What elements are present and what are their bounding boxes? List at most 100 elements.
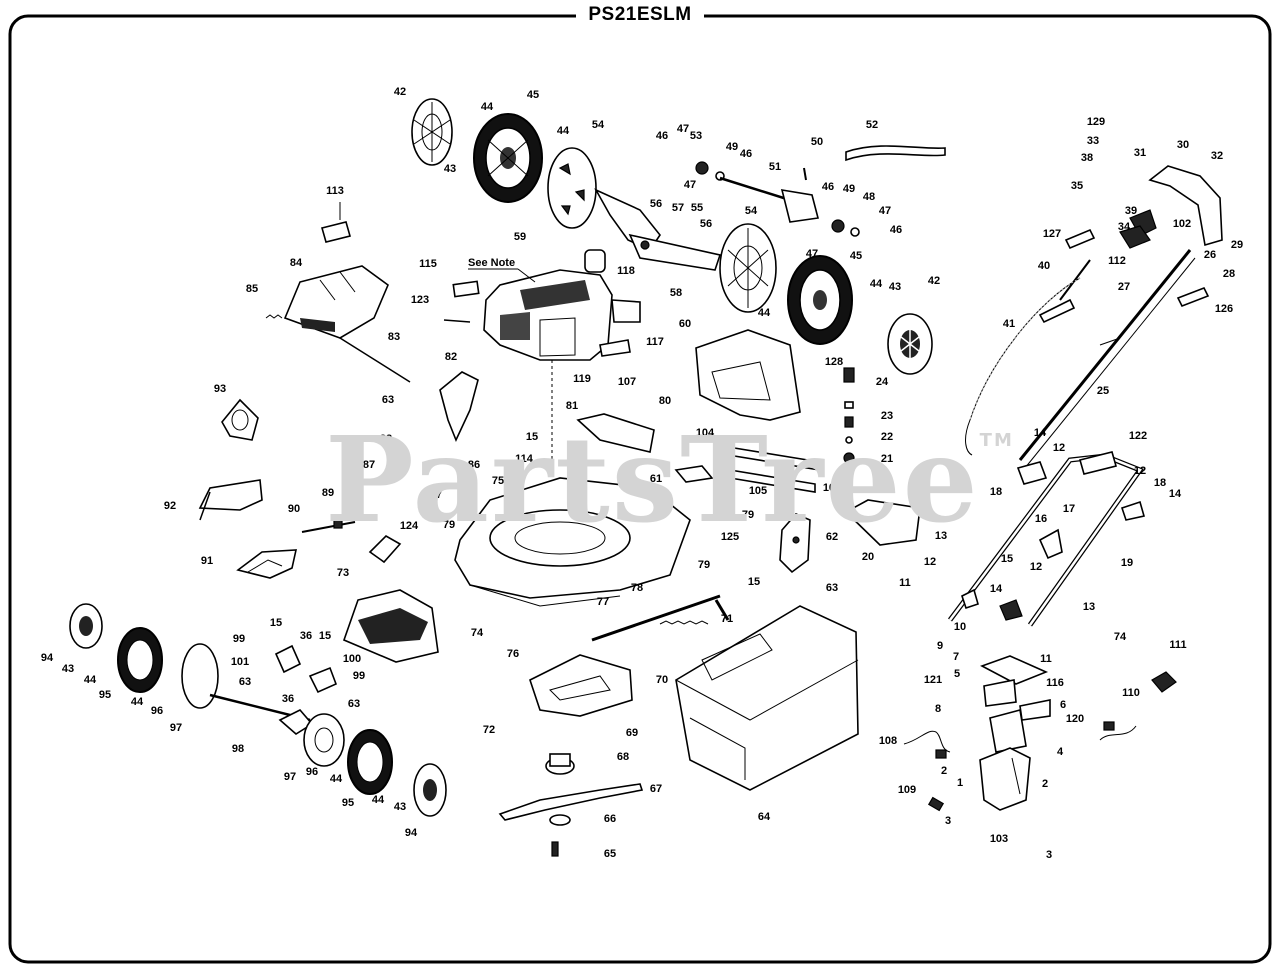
callout-92: 92 [164, 500, 176, 512]
shield-20 [844, 499, 921, 546]
upper-handle-bars [1018, 249, 1196, 469]
height-adjust-bracket [594, 188, 722, 271]
callout-129: 129 [1087, 116, 1105, 128]
battery-box-1-2 [979, 747, 1031, 811]
callout-26: 26 [1204, 249, 1216, 261]
charger-110-111 [1099, 671, 1177, 741]
callout-20: 20 [862, 551, 874, 563]
callout-11: 11 [899, 577, 911, 589]
callout-1: 1 [957, 777, 963, 789]
callout-44: 44 [330, 773, 343, 785]
callout-44: 44 [131, 696, 144, 708]
callout-93: 93 [214, 383, 226, 395]
callout-61: 61 [650, 473, 662, 485]
callout-81: 81 [566, 400, 578, 412]
callout-12: 12 [1053, 442, 1065, 454]
grips-127-126 [1064, 228, 1210, 308]
callout-123: 123 [411, 294, 429, 306]
engine-labels [443, 280, 641, 357]
callout-67: 67 [650, 783, 662, 795]
callout-32: 32 [1211, 150, 1223, 162]
callout-34: 34 [1118, 221, 1131, 233]
see-note-callout: See Note [468, 257, 536, 283]
callout-95: 95 [342, 797, 354, 809]
latch-91 [236, 549, 298, 579]
callout-43: 43 [62, 663, 74, 675]
callout-15: 15 [270, 617, 282, 629]
drive-belt [845, 145, 946, 162]
callout-35: 35 [1071, 180, 1083, 192]
callout-119: 119 [573, 373, 591, 385]
callout-18: 18 [1154, 477, 1166, 489]
callout-79: 79 [443, 519, 455, 531]
front-tire-left [117, 627, 163, 693]
callout-73: 73 [337, 567, 349, 579]
callout-126: 126 [1215, 303, 1233, 315]
diagram-title: PS21ESLM [576, 4, 704, 26]
callout-16: 16 [1035, 513, 1047, 525]
rear-tire-left [473, 113, 543, 203]
callout-95: 95 [99, 689, 111, 701]
callout-71: 71 [721, 613, 733, 625]
callout-37: 37 [567, 451, 579, 463]
callout-12: 12 [924, 556, 936, 568]
callout-47: 47 [684, 179, 696, 191]
rod-90 [301, 515, 356, 533]
plate-61 [674, 465, 714, 483]
callout-114: 114 [515, 453, 534, 465]
callout-112: 112 [1108, 255, 1126, 267]
callout-70: 70 [656, 674, 668, 686]
callout-106: 106 [823, 482, 841, 494]
front-tire-right [787, 255, 853, 345]
callout-15: 15 [748, 576, 760, 588]
callout-47: 47 [677, 123, 689, 135]
callout-89: 89 [322, 487, 334, 499]
callout-87: 87 [363, 459, 375, 471]
callout-2: 2 [1042, 778, 1048, 790]
callout-19: 19 [1121, 557, 1133, 569]
callout-46: 46 [656, 130, 668, 142]
mower-deck [454, 477, 691, 607]
callout-37: 37 [430, 489, 442, 501]
callout-39: 39 [1125, 205, 1137, 217]
callout-42: 42 [394, 86, 406, 98]
callout-45: 45 [850, 250, 862, 262]
callout-12: 12 [1030, 561, 1042, 573]
callout-36: 36 [300, 630, 312, 642]
callout-54: 54 [592, 119, 605, 131]
callout-57: 57 [672, 202, 684, 214]
callout-118: 118 [617, 265, 635, 277]
callout-121: 121 [924, 674, 942, 686]
callout-49: 49 [843, 183, 855, 195]
callout-13: 13 [1083, 601, 1095, 613]
callout-2: 2 [941, 765, 947, 777]
callout-42: 42 [928, 275, 940, 287]
callout-96: 96 [306, 766, 318, 778]
callout-104: 104 [696, 427, 715, 439]
front-axle-98 [209, 693, 314, 735]
fasteners-21-24 [843, 367, 855, 464]
callout-15: 15 [526, 431, 538, 443]
washer-66 [549, 814, 571, 826]
callout-3: 3 [945, 815, 951, 827]
knob-93 [221, 398, 259, 441]
lower-handle-19 [948, 451, 1144, 627]
callout-107: 107 [618, 376, 636, 388]
handle-knobs-12-18 [961, 461, 1146, 621]
callout-120: 120 [1066, 713, 1084, 725]
battery-4 [989, 709, 1027, 753]
callout-21: 21 [881, 453, 893, 465]
callout-22: 22 [881, 431, 893, 443]
callout-100: 100 [343, 653, 361, 665]
callout-97: 97 [284, 771, 296, 783]
callout-113: 113 [326, 185, 344, 197]
callout-56: 56 [700, 218, 712, 230]
callout-122: 122 [1129, 430, 1147, 442]
rear-hubcap-left [411, 98, 453, 166]
callout-60: 60 [679, 318, 691, 330]
callout-69: 69 [626, 727, 638, 739]
callout-63: 63 [348, 698, 360, 710]
callout-103: 103 [990, 833, 1008, 845]
callout-43: 43 [394, 801, 406, 813]
